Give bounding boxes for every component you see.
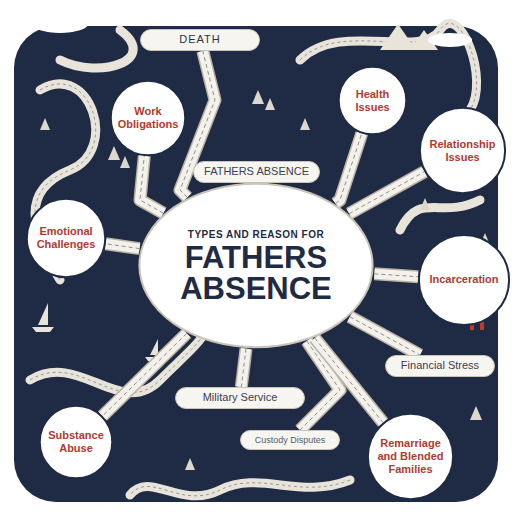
- road-stroke: [350, 317, 420, 355]
- label-pill: Military Service: [175, 387, 305, 409]
- road-connector: [102, 333, 186, 416]
- road-stroke: [315, 338, 383, 423]
- road-stroke: [106, 244, 140, 249]
- road-stroke: [336, 133, 362, 203]
- text-holder: Substance Abuse: [47, 429, 105, 455]
- road-stroke: [106, 244, 140, 249]
- text-holder: Emotional Challenges: [34, 225, 98, 251]
- road-stroke: [336, 133, 362, 203]
- text-holder: FATHERS ABSENCE: [204, 165, 309, 178]
- topic-circle: Emotional Challenges: [26, 198, 106, 278]
- road-stroke: [374, 274, 418, 277]
- road-stroke: [349, 172, 424, 214]
- road-connector: [106, 244, 140, 249]
- road-stroke: [241, 349, 246, 387]
- node-label: Emotional Challenges: [34, 225, 98, 251]
- label-pill: Custody Disputes: [240, 430, 340, 450]
- road-stroke: [350, 317, 420, 355]
- node-label: Military Service: [203, 391, 278, 404]
- text-holder: Custody Disputes: [255, 435, 326, 446]
- road-connector: [241, 349, 246, 387]
- road-connector: [374, 274, 418, 277]
- sailboats: [32, 303, 163, 361]
- text-holder: Financial Stress: [401, 359, 479, 372]
- central-ellipse: TYPES AND REASON FOR FATHERS ABSENCE: [137, 182, 375, 349]
- mountains: [380, 24, 438, 50]
- road-connector: [350, 317, 420, 355]
- node-label: Substance Abuse: [47, 429, 105, 455]
- topic-circle: Health Issues: [338, 66, 407, 135]
- text-holder: Work Obligations: [118, 105, 178, 131]
- node-label: Work Obligations: [118, 105, 179, 131]
- label-pill: DEATH: [140, 29, 260, 51]
- label-pill: Financial Stress: [385, 355, 495, 377]
- road-stroke: [349, 172, 424, 214]
- text-holder: DEATH: [179, 33, 220, 46]
- topic-circle: Work Obligations: [110, 80, 186, 156]
- road-stroke: [106, 244, 140, 249]
- road-connector: [140, 156, 163, 213]
- text-holder: Incarceration: [424, 273, 504, 286]
- node-label: Relationship Issues: [427, 137, 499, 163]
- road-stroke: [374, 274, 418, 277]
- topic-circle: Relationship Issues: [419, 107, 506, 194]
- road-connector: [315, 338, 383, 423]
- topic-circle: Incarceration: [418, 234, 510, 326]
- topic-circle: Remarriage and Blended Families: [367, 413, 454, 500]
- label-pill: FATHERS ABSENCE: [193, 161, 320, 183]
- road-stroke: [140, 156, 163, 213]
- text-holder: Remarriage and Blended Families: [378, 437, 444, 477]
- road-connector: [336, 133, 362, 203]
- road-stroke: [349, 172, 424, 214]
- text-holder: Military Service: [203, 391, 278, 404]
- road-stroke: [102, 333, 186, 416]
- road-stroke: [102, 333, 186, 416]
- road-stroke: [102, 333, 186, 416]
- node-label: Incarceration: [429, 273, 498, 286]
- text-holder: Relationship Issues: [427, 137, 499, 163]
- road-stroke: [140, 156, 163, 213]
- topic-circle: Substance Abuse: [39, 405, 113, 479]
- node-label: DEATH: [179, 33, 220, 46]
- subtitle-text: TYPES AND REASON FOR: [188, 228, 324, 239]
- node-label: Remarriage and Blended Families: [378, 437, 444, 477]
- road-connector: [349, 172, 424, 214]
- road-stroke: [350, 317, 420, 355]
- node-label: FATHERS ABSENCE: [204, 165, 309, 178]
- node-label: Financial Stress: [401, 359, 479, 372]
- text-holder: TYPES AND REASON FOR FATHERS ABSENCE: [161, 228, 351, 303]
- road-stroke: [140, 156, 163, 213]
- title-text: FATHERS ABSENCE: [161, 241, 351, 303]
- road-stroke: [336, 133, 362, 203]
- road-stroke: [241, 349, 246, 387]
- road-stroke: [315, 338, 383, 423]
- node-label: Health Issues: [347, 87, 399, 113]
- road-stroke: [315, 338, 383, 423]
- text-holder: Health Issues: [347, 87, 399, 113]
- road-stroke: [374, 274, 418, 277]
- node-label: Custody Disputes: [255, 435, 326, 446]
- road-stroke: [241, 349, 246, 387]
